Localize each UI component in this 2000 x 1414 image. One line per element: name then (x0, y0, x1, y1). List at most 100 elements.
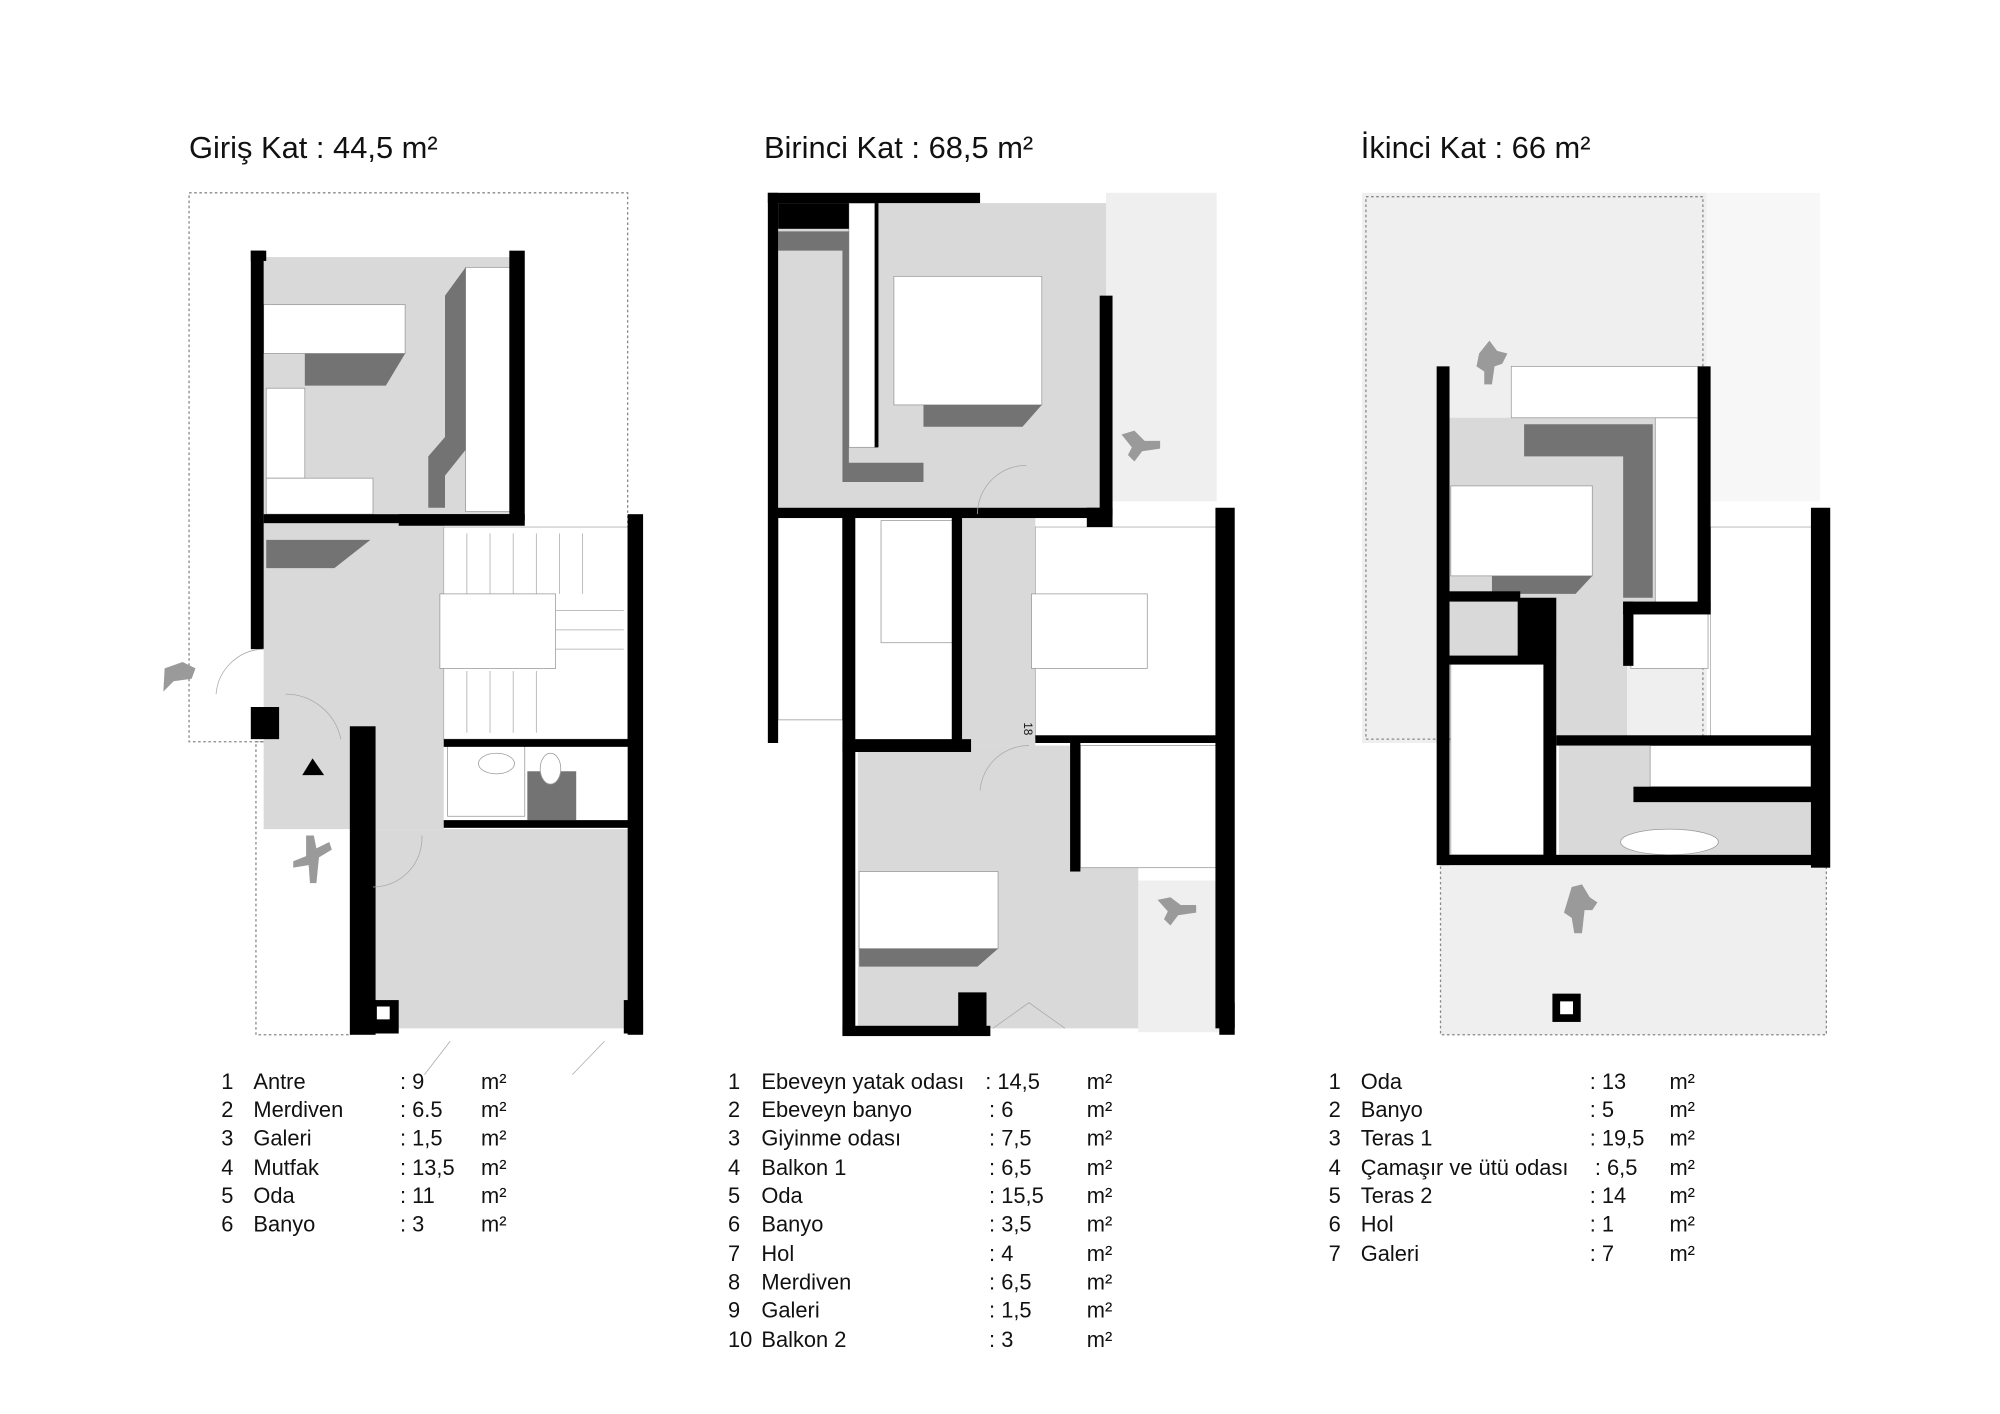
bathroom (1080, 745, 1223, 869)
room-name: Oda (253, 1183, 295, 1208)
room-name: Banyo (253, 1211, 315, 1236)
room-unit: m² (481, 1069, 506, 1094)
stair-void (1031, 593, 1148, 669)
window-bay (1510, 365, 1699, 419)
room-name: Ebeveyn yatak odası (761, 1069, 964, 1094)
master-bathroom (777, 513, 843, 721)
room-unit: m² (1087, 1097, 1112, 1122)
room-number: 2 (728, 1097, 740, 1122)
room-area: : 14,5 (985, 1069, 1040, 1094)
bed (1450, 485, 1593, 577)
wardrobe (1654, 417, 1699, 605)
room-area: : 3 (400, 1211, 424, 1236)
room-unit: m² (1087, 1298, 1112, 1323)
person-icon (1476, 340, 1508, 385)
toilet-icon (539, 752, 562, 785)
room-area: : 1 (1590, 1211, 1614, 1236)
room-number: 6 (728, 1211, 740, 1236)
door-swing (979, 745, 1029, 791)
room-floor (366, 829, 635, 1029)
staircase (1710, 526, 1814, 740)
room-area: : 13 (1590, 1069, 1626, 1094)
room-name: Hol (761, 1241, 794, 1266)
room-number: 5 (728, 1183, 740, 1208)
ground-floor-title: Giriş Kat : 44,5 m² (189, 130, 438, 165)
first-floor-plan: 18 (767, 192, 1235, 1037)
person-icon (293, 835, 332, 884)
room-number: 7 (1329, 1241, 1341, 1266)
door-leaf (424, 1040, 451, 1075)
stair-step-count: 18 (1021, 722, 1033, 735)
stove (265, 387, 306, 479)
room-unit: m² (1087, 1241, 1112, 1266)
dressing-room (880, 520, 959, 644)
room-number: 8 (728, 1269, 740, 1294)
stair-void (1630, 610, 1709, 669)
column-void (376, 1006, 390, 1020)
room-area: : 6.5 (400, 1097, 443, 1122)
room-number: 4 (221, 1155, 233, 1180)
room-area: : 1,5 (989, 1298, 1032, 1323)
room-name: Mutfak (253, 1155, 319, 1180)
room-name: Galeri (1361, 1241, 1419, 1266)
room-area: : 14 (1590, 1183, 1626, 1208)
second-floor-title: İkinci Kat : 66 m² (1361, 130, 1591, 165)
room-area: : 7,5 (989, 1125, 1032, 1150)
room-number: 2 (1329, 1097, 1341, 1122)
room-number: 3 (728, 1125, 740, 1150)
room-area: : 15,5 (989, 1183, 1044, 1208)
room-unit: m² (481, 1183, 506, 1208)
room-area: : 6,5 (1595, 1155, 1638, 1180)
room-number: 6 (221, 1211, 233, 1236)
room-name: Balkon 2 (761, 1327, 846, 1352)
room-name: Oda (1361, 1069, 1403, 1094)
room-unit: m² (1669, 1069, 1694, 1094)
room-name: Galeri (253, 1125, 311, 1150)
room-number: 3 (221, 1125, 233, 1150)
room-area: : 13,5 (400, 1155, 455, 1180)
room-unit: m² (1669, 1155, 1694, 1180)
first-floor-title: Birinci Kat : 68,5 m² (764, 130, 1033, 165)
room-name: Teras 1 (1361, 1125, 1433, 1150)
hall-floor (962, 514, 1036, 746)
room-name: Oda (761, 1183, 803, 1208)
bed-shadow (923, 404, 1042, 427)
room-area: : 1,5 (400, 1125, 443, 1150)
door-swing (285, 693, 342, 740)
room-number: 2 (221, 1097, 233, 1122)
room-name: Ebeveyn banyo (761, 1097, 912, 1122)
room-number: 4 (1329, 1155, 1341, 1180)
door-leaf (572, 1040, 605, 1075)
bed-shadow (859, 948, 999, 967)
column-void (1560, 1001, 1573, 1015)
room-unit: m² (1087, 1327, 1112, 1352)
room-number: 1 (728, 1069, 740, 1094)
stair-treads (466, 533, 624, 733)
room-name: Hol (1361, 1211, 1394, 1236)
room-number: 5 (221, 1183, 233, 1208)
room-number: 3 (1329, 1125, 1341, 1150)
kitchen-counter (263, 304, 406, 354)
single-bed (858, 871, 999, 950)
wardrobe (848, 202, 878, 448)
room-name: Merdiven (761, 1269, 851, 1294)
person-icon (163, 662, 196, 692)
double-bed (893, 275, 1043, 406)
room-area: : 5 (1590, 1097, 1614, 1122)
room-number: 9 (728, 1298, 740, 1323)
